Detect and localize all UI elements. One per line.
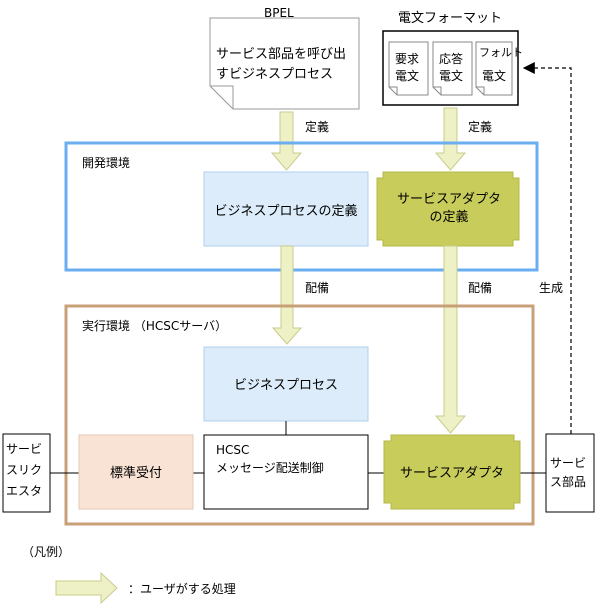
telegram-card-request-line-2: 電文 — [395, 68, 419, 83]
legend-arrow-icon — [55, 571, 118, 605]
service-requester-line-2: スリク — [6, 463, 42, 477]
bp-definition-label: ビジネスプロセスの定義 — [214, 203, 357, 219]
telegram-card-fault-line-1: フォルト — [479, 46, 523, 59]
runtime-env-box — [64, 304, 535, 526]
business-process-label: ビジネスプロセス — [234, 378, 338, 393]
service-component-line-1: サービ — [550, 456, 586, 470]
bpel-document: サービス部品を呼び出 すビジネスプロセス — [209, 17, 360, 110]
telegram-card-response-line-1: 応答 — [439, 51, 463, 66]
arrow-deploy-left — [271, 245, 303, 345]
arrow-define-left-label: 定義 — [305, 119, 329, 134]
service-component-box — [545, 433, 595, 513]
standard-reception-label: 標準受付 — [110, 465, 162, 481]
bp-definition-box — [203, 171, 369, 247]
adapter-definition-box — [376, 171, 520, 247]
service-adapter-box — [383, 434, 521, 510]
generate-dashed-arrow — [522, 62, 572, 434]
dev-env-label: 開発環境 — [82, 155, 130, 170]
arrow-deploy-left-label: 配備 — [305, 280, 329, 295]
telegram-card-response-line-2: 電文 — [439, 68, 463, 83]
legend-user-process: ：ユーザがする処理 — [128, 581, 236, 596]
hcsc-box — [203, 434, 369, 510]
service-requester-line-1: サービ — [6, 442, 42, 456]
telegram-format-title: 電文フォーマット — [398, 11, 502, 26]
hcsc-line-2: メッセージ配送制御 — [216, 460, 324, 475]
bpel-label: BPEL — [264, 6, 294, 20]
generate-label: 生成 — [539, 281, 563, 295]
dev-env-box — [64, 141, 539, 272]
telegram-card-fault-line-2: 電文 — [482, 68, 506, 83]
telegram-card-response: 応答 電文 — [432, 41, 473, 96]
hcsc-line-1: HCSC — [216, 443, 249, 457]
telegram-card-request-line-1: 要求 — [395, 52, 419, 66]
arrow-define-right-label: 定義 — [468, 119, 492, 134]
arrow-deploy-right — [434, 245, 467, 434]
service-requester-line-3: エスタ — [6, 484, 42, 498]
business-process-box — [203, 346, 369, 422]
telegram-card-fault: フォルト 電文 — [475, 41, 523, 96]
service-component-line-2: ス部品 — [550, 474, 586, 489]
arrow-define-left — [270, 111, 303, 171]
legend-title: （凡例） — [22, 545, 70, 559]
bpel-doc-line-1: サービス部品を呼び出 — [216, 47, 346, 62]
bpel-doc-line-2: すビジネスプロセス — [216, 67, 333, 82]
adapter-definition-line-1: サービスアダプタ — [397, 192, 501, 207]
runtime-env-label: 実行環境 （HCSCサーバ） — [82, 318, 227, 333]
service-adapter-label: サービスアダプタ — [400, 466, 504, 481]
arrow-deploy-right-label: 配備 — [468, 280, 492, 295]
adapter-definition-line-2: の定義 — [429, 209, 468, 225]
service-requester-box — [2, 433, 51, 513]
telegram-card-request: 要求 電文 — [388, 41, 429, 96]
standard-reception-box — [78, 434, 194, 510]
arrow-define-right — [434, 107, 467, 171]
